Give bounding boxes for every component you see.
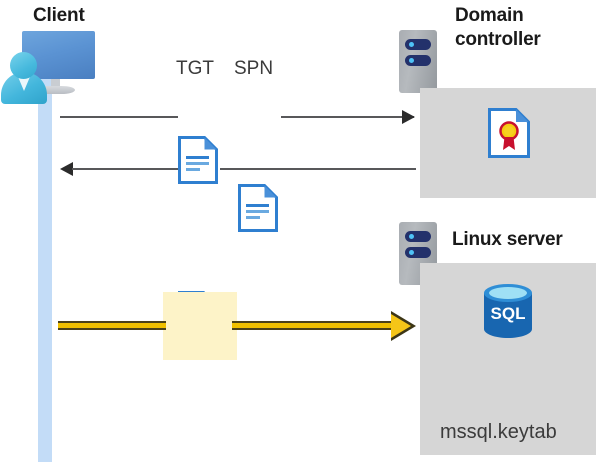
- flow-label-spn: SPN: [234, 58, 274, 79]
- flow3-line-right: [232, 321, 398, 330]
- flow2-line-left: [72, 168, 178, 170]
- flow2-arrowhead-left: [60, 162, 73, 176]
- arrowhead-fill: [391, 314, 411, 338]
- client-monitor-base-icon: [37, 86, 75, 94]
- server-bay-top: [405, 231, 431, 242]
- page-title-domain-controller-line1: Domain: [455, 5, 524, 26]
- svg-text:SQL: SQL: [491, 304, 526, 323]
- certificate-document-icon: [488, 108, 600, 158]
- tgt-document-icon: [178, 136, 600, 184]
- server-led-icon: [409, 42, 414, 47]
- flow1-line-right: [281, 116, 414, 118]
- server-led-icon: [409, 250, 414, 255]
- server-led-icon: [409, 234, 414, 239]
- flow1-arrowhead-right: [402, 110, 415, 124]
- service-ticket-highlight-box: [163, 292, 237, 360]
- client-lifeline: [38, 70, 52, 462]
- server-bay-bottom: [405, 55, 431, 66]
- client-person-head-icon: [10, 52, 37, 79]
- flow-label-tgt: TGT: [176, 58, 214, 79]
- domain-controller-server-rack-icon: [399, 30, 437, 93]
- sql-database-icon: SQL: [481, 283, 535, 339]
- client-monitor-neck-icon: [51, 79, 60, 90]
- page-title-client: Client: [33, 5, 85, 26]
- server-bay-bottom: [405, 247, 431, 258]
- linux-file-caption: mssql.keytab: [440, 421, 557, 443]
- spn-document-icon: [238, 184, 600, 232]
- server-bay-top: [405, 39, 431, 50]
- flow3-line-left: [58, 321, 166, 330]
- page-title-linux-server: Linux server: [452, 229, 563, 250]
- flow2-line-right: [220, 168, 416, 170]
- server-led-icon: [409, 58, 414, 63]
- flow1-line-left: [60, 116, 178, 118]
- page-title-domain-controller-line2: controller: [455, 29, 541, 50]
